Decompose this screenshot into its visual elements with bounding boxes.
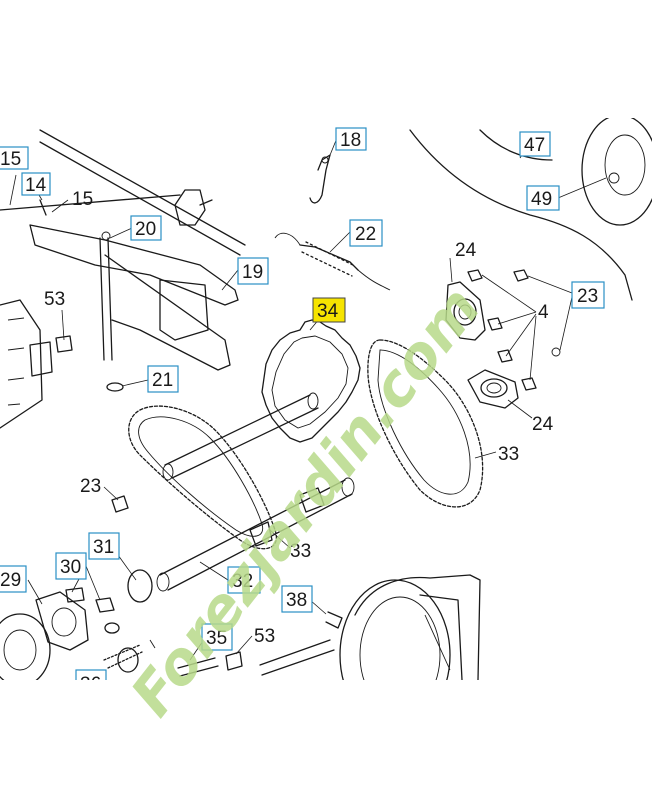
label-box-20 (130, 215, 162, 241)
bottom-whitespace (0, 680, 652, 800)
part-label-29: 29 (0, 570, 21, 591)
part-label-35: 35 (206, 628, 227, 649)
part-label-19: 19 (242, 262, 263, 283)
shaft-32 (156, 477, 355, 592)
part-label-53b: 53 (254, 626, 275, 647)
label-box-18 (335, 127, 367, 151)
chain-33-right (367, 339, 484, 508)
label-box-30 (55, 552, 87, 580)
control-arm-19 (29, 189, 239, 371)
part-label-32: 32 (232, 571, 253, 592)
upper-shaft (162, 392, 319, 481)
label-box-22 (349, 219, 383, 247)
small-parts (39, 199, 343, 677)
part-label-18: 18 (340, 130, 361, 151)
label-box-31 (88, 532, 120, 560)
part-label-23a: 23 (577, 286, 598, 307)
part-label-33a: 33 (498, 444, 519, 465)
label-box-15a (0, 146, 29, 170)
label-box-21 (147, 365, 179, 393)
label-box-32 (227, 566, 261, 594)
sprocket-34 (261, 319, 361, 443)
label-box-14 (21, 172, 51, 196)
label-box-29 (0, 565, 27, 593)
part-label-33b: 33 (290, 541, 311, 562)
label-box-23a (571, 281, 605, 309)
part-label-15b: 15 (72, 189, 93, 210)
part-label-47: 47 (524, 135, 545, 156)
fasteners-4 (467, 269, 561, 391)
part-label-23b: 23 (80, 476, 101, 497)
label-box-47 (519, 131, 551, 157)
clip-18 (309, 154, 331, 204)
part-label-20: 20 (135, 219, 156, 240)
spring-22 (274, 232, 391, 291)
label-box-49 (526, 185, 560, 211)
part-label-22: 22 (355, 224, 376, 245)
part-label-38: 38 (286, 590, 307, 611)
part-label-15a: 15 (0, 149, 21, 170)
part-label-24a: 24 (455, 240, 477, 261)
part-label-21: 21 (152, 370, 173, 391)
upper-rod (0, 129, 246, 256)
part-label-30: 30 (60, 557, 81, 578)
part-label-14: 14 (25, 175, 47, 196)
part-label-4: 4 (538, 302, 549, 323)
label-box-34-highlighted (312, 297, 346, 323)
part-label-34: 34 (317, 301, 339, 322)
label-box-38 (281, 585, 313, 613)
part-label-24b: 24 (532, 414, 554, 435)
label-box-19 (237, 257, 269, 285)
left-side-plate (0, 299, 73, 429)
pin-21 (106, 382, 124, 392)
part-label-53a: 53 (44, 289, 65, 310)
leader-lines (9, 137, 607, 661)
label-box-35 (201, 623, 233, 651)
bearing-plate-24-upper (445, 281, 486, 341)
part-label-31: 31 (93, 537, 114, 558)
bearing-plate-24-lower (467, 369, 519, 409)
part-label-49: 49 (531, 189, 552, 210)
chain-left (128, 405, 278, 550)
part-labels: 15 14 15 20 18 22 19 53 21 34 47 49 24 (0, 127, 605, 695)
top-whitespace (0, 0, 652, 118)
